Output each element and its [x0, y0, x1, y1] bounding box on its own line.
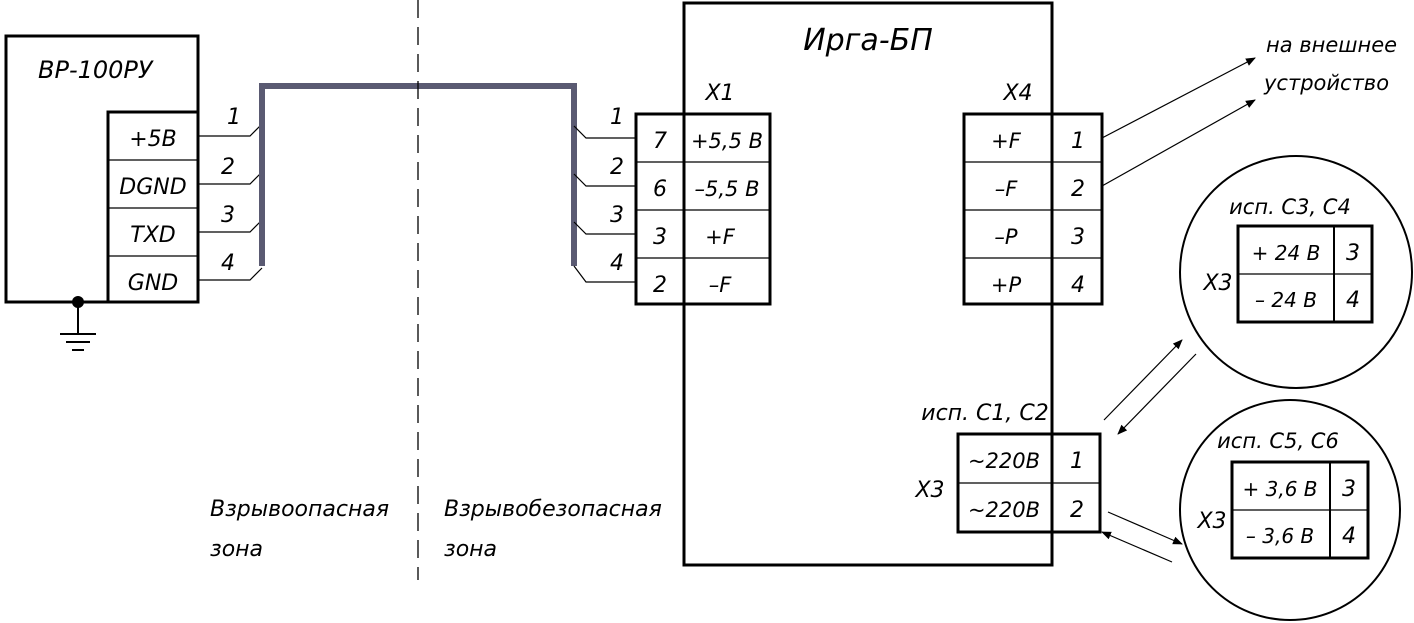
- wire-number: 4: [610, 251, 624, 276]
- x1-signal: +5,5 В: [691, 129, 763, 153]
- x1-signal: +F: [705, 225, 736, 249]
- x1-pin-number: 3: [653, 225, 667, 250]
- x1-pin-number: 6: [653, 177, 667, 202]
- ground-icon: [60, 296, 96, 351]
- zone-safe-label-2: зона: [444, 537, 497, 562]
- variant-c5c6-signal: – 3,6 В: [1246, 524, 1314, 548]
- arrow-icon: [1103, 339, 1183, 421]
- external-connection: на внешнее устройство: [1101, 33, 1397, 187]
- pin-label-5v: +5В: [129, 127, 177, 152]
- variant-c5c6-pin-number: 3: [1342, 477, 1356, 502]
- variant-c3c4-pin-number: 4: [1346, 288, 1360, 313]
- left-device: ВР-100РУ +5В DGND TXD GND: [4, 34, 200, 351]
- x4-terminal-block: [962, 112, 1104, 306]
- x1-label: X1: [704, 81, 734, 106]
- pin-label-txd: TXD: [130, 223, 175, 248]
- variant-c5c6-title: исп. С5, С6: [1217, 429, 1339, 453]
- zone-hazardous-label: Взрывоопасная: [210, 497, 389, 522]
- left-device-terminal-block: [106, 110, 200, 304]
- variant-c5c6-circle: [1179, 399, 1401, 621]
- variant-c3c4-title: исп. С3, С4: [1229, 195, 1351, 219]
- wire-number: 3: [221, 203, 235, 228]
- wire-number: 4: [221, 251, 235, 276]
- wire-number: 3: [610, 203, 624, 228]
- x4-pin-number: 4: [1071, 273, 1085, 298]
- x1-pin-number: 7: [653, 129, 667, 154]
- x4-pin-number: 3: [1071, 225, 1085, 250]
- left-device-outline: [4, 34, 200, 304]
- x4-pin-number: 1: [1071, 129, 1085, 154]
- x3-variant-label: исп. С1, С2: [921, 401, 1048, 426]
- external-label-2: устройство: [1263, 71, 1389, 95]
- wire-number: 2: [610, 155, 624, 180]
- x4-signal: –F: [995, 177, 1019, 201]
- variant-c3c4-signal: + 24 В: [1252, 241, 1321, 265]
- x3-pin-number: 1: [1070, 449, 1084, 474]
- arrow-icon: [1101, 57, 1256, 139]
- pin-label-dgnd: DGND: [119, 175, 186, 200]
- x1-terminal-block: [634, 112, 772, 306]
- variant-c3c4-circle: [1179, 155, 1413, 389]
- main-unit-title: Ирга-БП: [803, 23, 933, 58]
- zone-safe-label: Взрывобезопасная: [444, 497, 662, 522]
- arrow-icon: [1101, 531, 1173, 563]
- x4-signal: +P: [991, 273, 1022, 297]
- x1-signal: –5,5 В: [695, 177, 760, 201]
- x4-signal: –P: [994, 225, 1018, 249]
- arrow-icon: [1117, 353, 1197, 435]
- x1-pin-number: 2: [653, 273, 667, 298]
- variant-arrows: [1101, 339, 1197, 563]
- x4-label: X4: [1002, 81, 1032, 106]
- arrow-icon: [1101, 99, 1256, 187]
- x3-signal: ~220В: [968, 498, 1040, 522]
- variant-c3c4-connector: X3: [1202, 271, 1232, 296]
- wire-number: 1: [227, 105, 241, 130]
- x4-pin-number: 2: [1071, 177, 1085, 202]
- pin-label-gnd: GND: [128, 271, 178, 296]
- variant-c3c4-pin-number: 3: [1346, 241, 1360, 266]
- variant-c5c6-pin-number: 4: [1342, 524, 1356, 549]
- x3-pin-number: 2: [1070, 498, 1084, 523]
- external-label: на внешнее: [1266, 33, 1397, 57]
- wire-number: 2: [221, 155, 235, 180]
- left-device-title: ВР-100РУ: [38, 56, 154, 84]
- variant-c5c6-signal: + 3,6 В: [1243, 477, 1318, 501]
- main-unit: Ирга-БП X1 7 6 3 2 +5,5 В –5,5 В +F –F X…: [634, 1, 1104, 567]
- zone-hazardous-label-2: зона: [210, 537, 263, 562]
- wire-number: 1: [610, 105, 624, 130]
- x1-signal: –F: [709, 273, 733, 297]
- x4-signal: +F: [991, 129, 1022, 153]
- right-wires: 1 2 3 4: [573, 105, 636, 283]
- x3-signal: ~220В: [968, 449, 1040, 473]
- x3-label: X3: [914, 478, 944, 503]
- arrow-icon: [1107, 511, 1183, 545]
- variant-c5c6-connector: X3: [1196, 509, 1226, 534]
- left-wires: 1 2 3 4: [198, 105, 263, 281]
- variant-c5c6: исп. С5, С6 X3 + 3,6 В – 3,6 В 3 4: [1179, 399, 1401, 621]
- variant-c3c4-signal: – 24 В: [1255, 288, 1317, 312]
- variant-c3c4: исп. С3, С4 X3 + 24 В – 24 В 3 4: [1179, 155, 1413, 389]
